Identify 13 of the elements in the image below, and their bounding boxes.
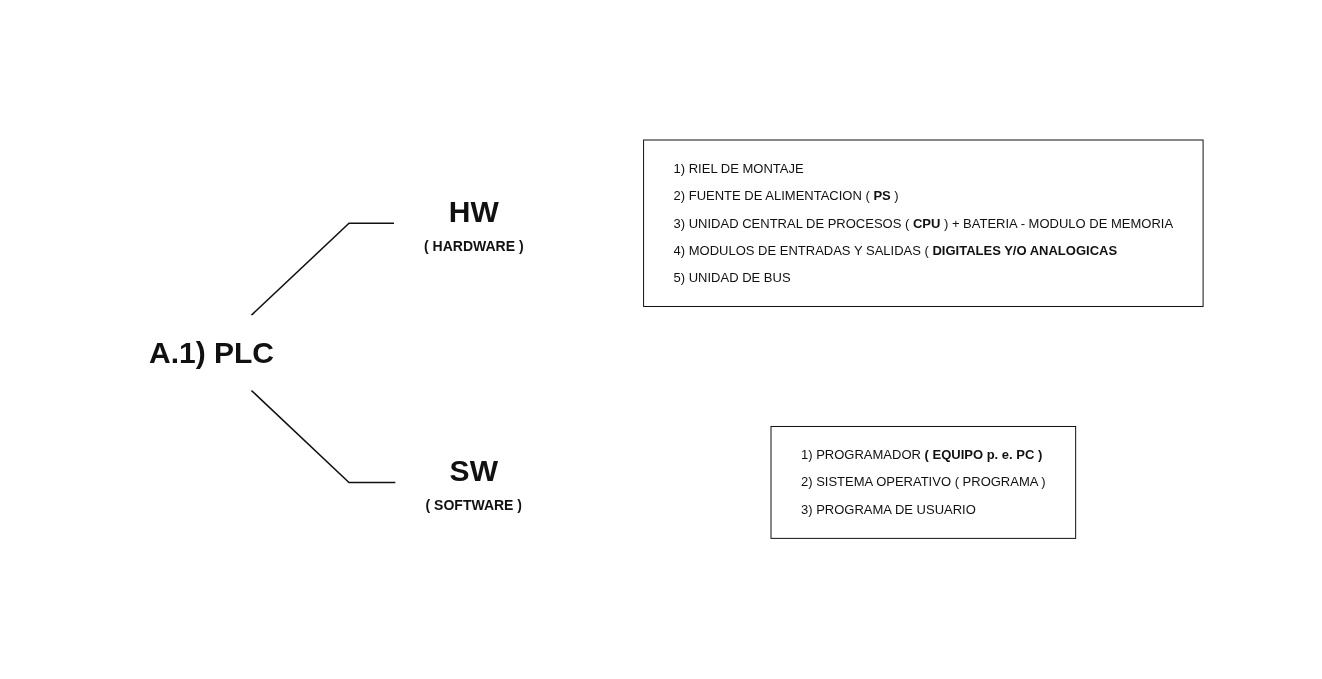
node-label: 3) PROGRAMA DE USUARIO	[800, 502, 976, 518]
node-label: 2) SISTEMA OPERATIVO ( PROGRAMA )	[800, 475, 1046, 491]
node-label: 4) MODULOS DE ENTRADAS Y SALIDAS ( DIGITALES Y/O ANALOGICAS	[673, 243, 1118, 259]
node-label: 1) PROGRAMADOR ( EQUIPO p. e. PC )	[800, 447, 1043, 463]
connector	[250, 389, 397, 484]
node-label: 3) UNIDAD CENTRAL DE PROCESOS ( CPU ) + BATERIA - MODULO DE MEMORIA	[673, 215, 1174, 231]
node-label: 1) RIEL DE MONTAJE	[673, 161, 804, 177]
node-label: 2) FUENTE DE ALIMENTACION ( PS )	[673, 188, 899, 204]
node-text: SW ( SOFTWARE )	[425, 454, 522, 514]
node-text: A.1) PLC	[148, 336, 274, 370]
node-text: HW ( HARDWARE )	[423, 195, 524, 255]
node-label: 5) UNIDAD DE BUS	[673, 270, 791, 286]
connector	[250, 222, 395, 317]
